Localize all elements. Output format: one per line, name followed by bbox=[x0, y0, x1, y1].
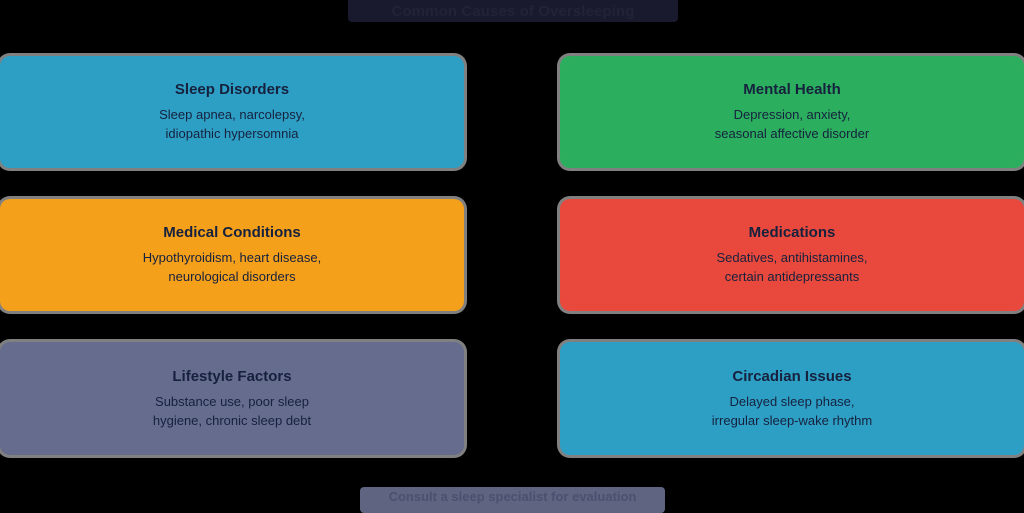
card-description-line-1: Sedatives, antihistamines, bbox=[716, 250, 868, 265]
card-medical-conditions[interactable]: Medical Conditions Hypothyroidism, heart… bbox=[0, 199, 464, 311]
card-description-line-1: Hypothyroidism, heart disease, bbox=[142, 250, 322, 265]
card-title: Circadian Issues bbox=[732, 367, 852, 385]
card-description: Depression, anxiety, seasonal affective … bbox=[701, 105, 883, 143]
card-title: Mental Health bbox=[743, 81, 841, 98]
card-circadian-issues[interactable]: Circadian Issues Delayed sleep phase, ir… bbox=[560, 342, 1024, 455]
card-description: Substance use, poor sleep hygiene, chron… bbox=[139, 392, 325, 430]
page-title: Common Causes of Oversleeping bbox=[391, 3, 635, 20]
card-mental-health[interactable]: Mental Health Depression, anxiety, seaso… bbox=[560, 56, 1024, 168]
card-lifestyle-factors[interactable]: Lifestyle Factors Substance use, poor sl… bbox=[0, 342, 464, 455]
card-description: Hypothyroidism, heart disease, neurologi… bbox=[129, 248, 335, 286]
header-banner: Common Causes of Oversleeping bbox=[348, 0, 678, 22]
card-description-line-2: idiopathic hypersomnia bbox=[165, 126, 299, 141]
card-description-line-1: Sleep apnea, narcolepsy, bbox=[159, 107, 305, 122]
card-description: Sedatives, antihistamines, certain antid… bbox=[702, 248, 881, 286]
card-description-line-1: Substance use, poor sleep bbox=[155, 393, 309, 409]
card-sleep-disorders[interactable]: Sleep Disorders Sleep apnea, narcolepsy,… bbox=[0, 56, 464, 168]
card-description: Sleep apnea, narcolepsy, idiopathic hype… bbox=[145, 105, 319, 143]
footer-note: Consult a sleep specialist for evaluatio… bbox=[388, 489, 637, 504]
card-description-line-2: seasonal affective disorder bbox=[714, 126, 870, 141]
card-title: Lifestyle Factors bbox=[172, 367, 292, 385]
card-description-line-1: Delayed sleep phase, bbox=[729, 393, 855, 409]
card-title: Medical Conditions bbox=[163, 224, 301, 241]
card-description-line-2: neurological disorders bbox=[168, 269, 296, 284]
causes-card-grid: Sleep Disorders Sleep apnea, narcolepsy,… bbox=[0, 56, 1024, 458]
card-title: Sleep Disorders bbox=[174, 81, 290, 98]
footer-banner: Consult a sleep specialist for evaluatio… bbox=[360, 487, 665, 513]
card-medications[interactable]: Medications Sedatives, antihistamines, c… bbox=[560, 199, 1024, 311]
card-title: Medications bbox=[748, 224, 836, 241]
card-description-line-1: Depression, anxiety, bbox=[733, 107, 851, 122]
card-description-line-2: irregular sleep-wake rhythm bbox=[711, 412, 873, 428]
card-description: Delayed sleep phase, irregular sleep-wak… bbox=[698, 392, 886, 430]
card-description-line-2: hygiene, chronic sleep debt bbox=[152, 412, 312, 428]
card-description-line-2: certain antidepressants bbox=[724, 269, 860, 284]
